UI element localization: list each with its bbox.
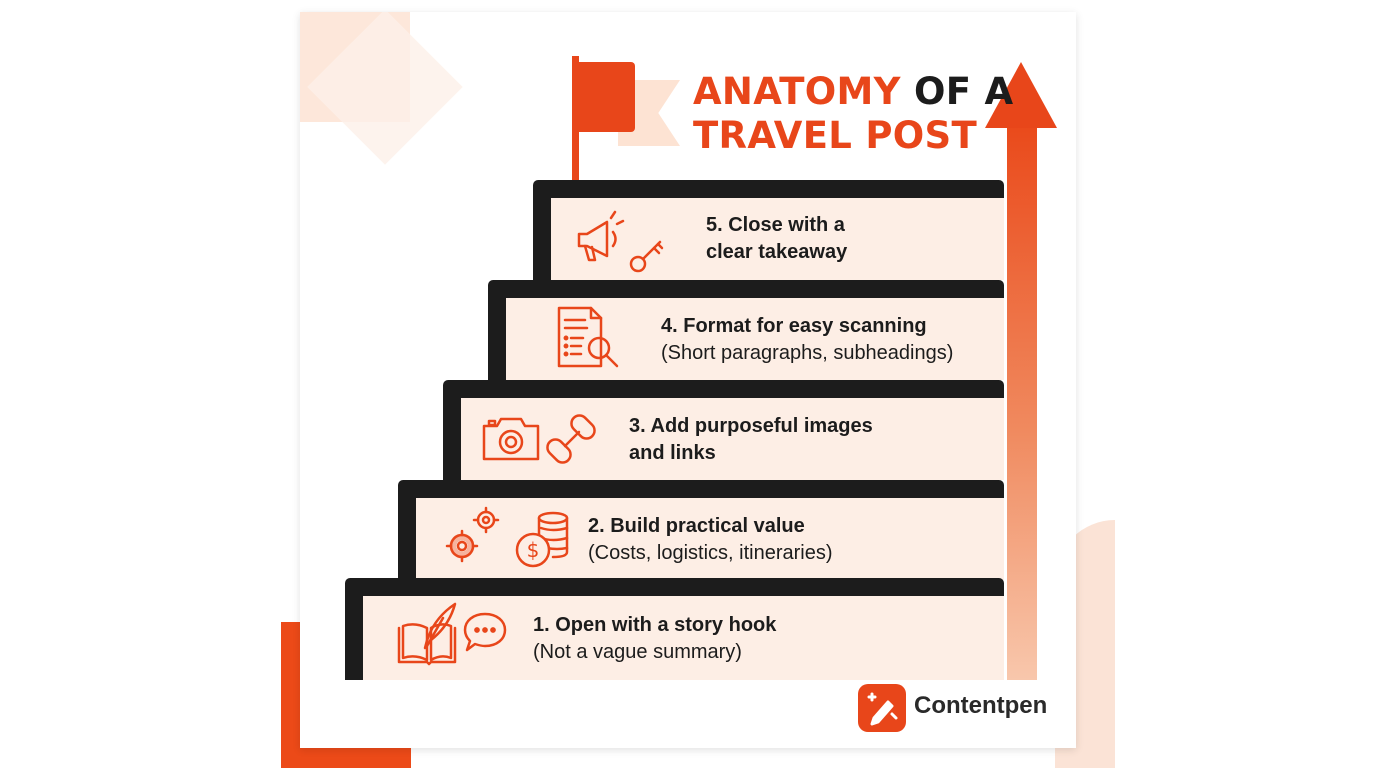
flag-pole: [572, 56, 579, 186]
step-band: [363, 596, 1004, 680]
flag-icon: [579, 62, 635, 132]
step-2: $ 2. Build practical value (Costs, logis…: [398, 480, 1004, 580]
svg-text:$: $: [527, 538, 540, 562]
step-4-heading: 4. Format for easy scanning: [661, 315, 927, 337]
step-3-label: 3. Add purposeful images and links: [629, 413, 873, 467]
step-1: 1. Open with a story hook (Not a vague s…: [345, 578, 1004, 680]
title-accent-2: TRAVEL POST: [693, 114, 977, 157]
step-4-subheading: (Short paragraphs, subheadings): [661, 342, 954, 364]
step-4-label: 4. Format for easy scanning (Short parag…: [661, 313, 953, 367]
book-quill-icon: [397, 602, 457, 666]
camera-icon: [482, 417, 540, 461]
progress-arrow-shaft: [1007, 126, 1037, 680]
infographic-title: ANATOMY OF A TRAVEL POST: [693, 70, 1013, 158]
step-3-subheading: and links: [629, 442, 716, 464]
megaphone-icon: [577, 210, 625, 262]
step-band: [551, 198, 1004, 280]
step-2-subheading: (Costs, logistics, itineraries): [588, 542, 833, 564]
step-2-label: 2. Build practical value (Costs, logisti…: [588, 513, 833, 567]
step-5-heading: 5. Close with a: [706, 214, 845, 236]
contentpen-logo-icon: [858, 684, 906, 732]
step-3: 3. Add purposeful images and links: [443, 380, 1004, 480]
step-1-subheading: (Not a vague summary): [533, 641, 742, 663]
infographic-card: ANATOMY OF A TRAVEL POST 5. Close with a…: [300, 12, 1076, 748]
document-search-icon: [557, 306, 619, 368]
step-5-label: 5. Close with a clear takeaway: [706, 212, 847, 266]
link-icon: [546, 414, 596, 464]
brand-name: Contentpen: [914, 692, 1048, 719]
title-dark-1: OF A: [913, 70, 1014, 113]
key-icon: [629, 240, 664, 273]
title-accent-1: ANATOMY: [693, 70, 901, 113]
step-band: [416, 498, 1004, 580]
step-2-heading: 2. Build practical value: [588, 515, 805, 537]
step-1-label: 1. Open with a story hook (Not a vague s…: [533, 612, 776, 666]
step-3-heading: 3. Add purposeful images: [629, 415, 873, 437]
step-1-heading: 1. Open with a story hook: [533, 614, 777, 636]
chat-bubble-icon: [463, 612, 507, 652]
step-5: 5. Close with a clear takeaway: [533, 180, 1004, 280]
gears-icon: [445, 506, 500, 563]
step-4: 4. Format for easy scanning (Short parag…: [488, 280, 1004, 380]
step-5-subheading: clear takeaway: [706, 241, 848, 263]
coins-icon: $: [515, 511, 569, 568]
step-band: [461, 398, 1004, 480]
